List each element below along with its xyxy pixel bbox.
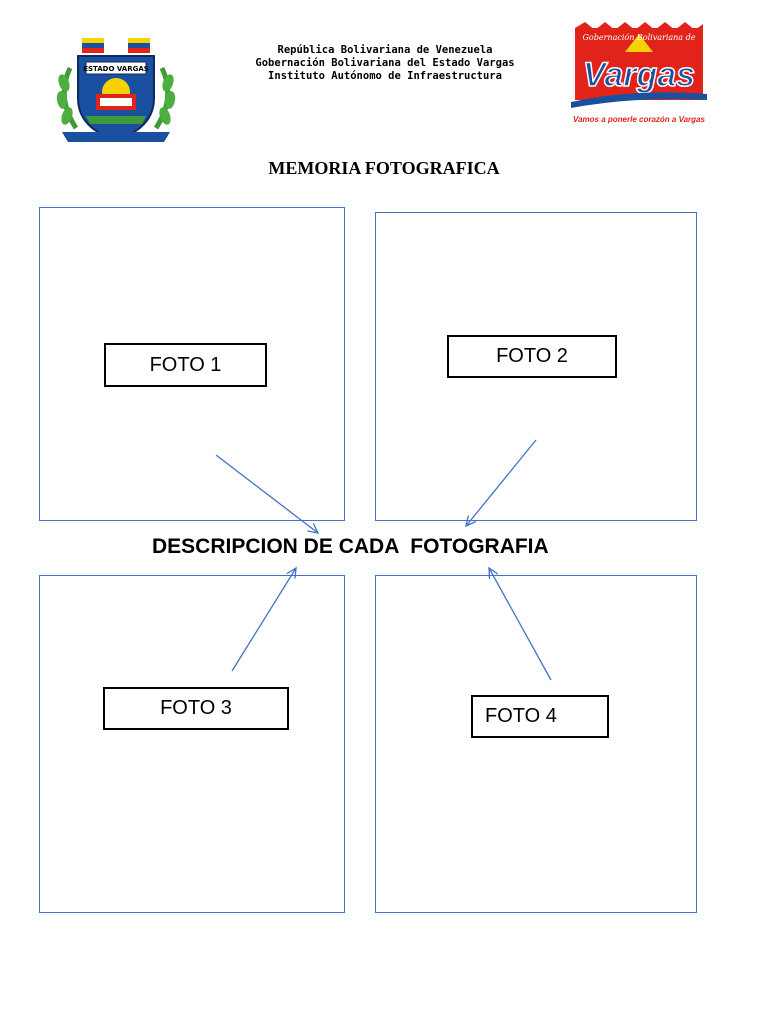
header-line-republic: República Bolivariana de Venezuela: [277, 44, 493, 56]
photo-label-3: FOTO 3: [103, 687, 289, 730]
photo-description-heading: DESCRIPCION DE CADA FOTOGRAFIA: [152, 535, 549, 558]
logo-brand-text: Vargas: [583, 56, 695, 94]
photo-frame-3: [39, 575, 345, 913]
photo-frame-1: [39, 207, 345, 521]
vargas-government-logo: Gobernación Bolivariana de Vargas Vamos …: [571, 22, 707, 124]
photo-label-1: FOTO 1: [104, 343, 267, 387]
state-coat-of-arms-icon: ESTADO VARGAS: [56, 38, 176, 142]
photo-label-4: FOTO 4: [471, 695, 609, 738]
header-line-government: Gobernación Bolivariana del Estado Varga…: [255, 57, 515, 69]
header-line-institute: Instituto Autónomo de Infraestructura: [268, 70, 502, 82]
photo-frame-4: [375, 575, 697, 913]
logo-slogan-text: Vamos a ponerle corazón a Vargas: [573, 115, 705, 124]
header-institution-text: República Bolivariana de Venezuela Gober…: [230, 44, 540, 83]
page-title: MEMORIA FOTOGRAFICA: [268, 158, 500, 178]
logo-script-text: Gobernación Bolivariana de: [583, 33, 696, 42]
photo-label-2: FOTO 2: [447, 335, 617, 378]
coat-banner-text: ESTADO VARGAS: [83, 65, 149, 73]
